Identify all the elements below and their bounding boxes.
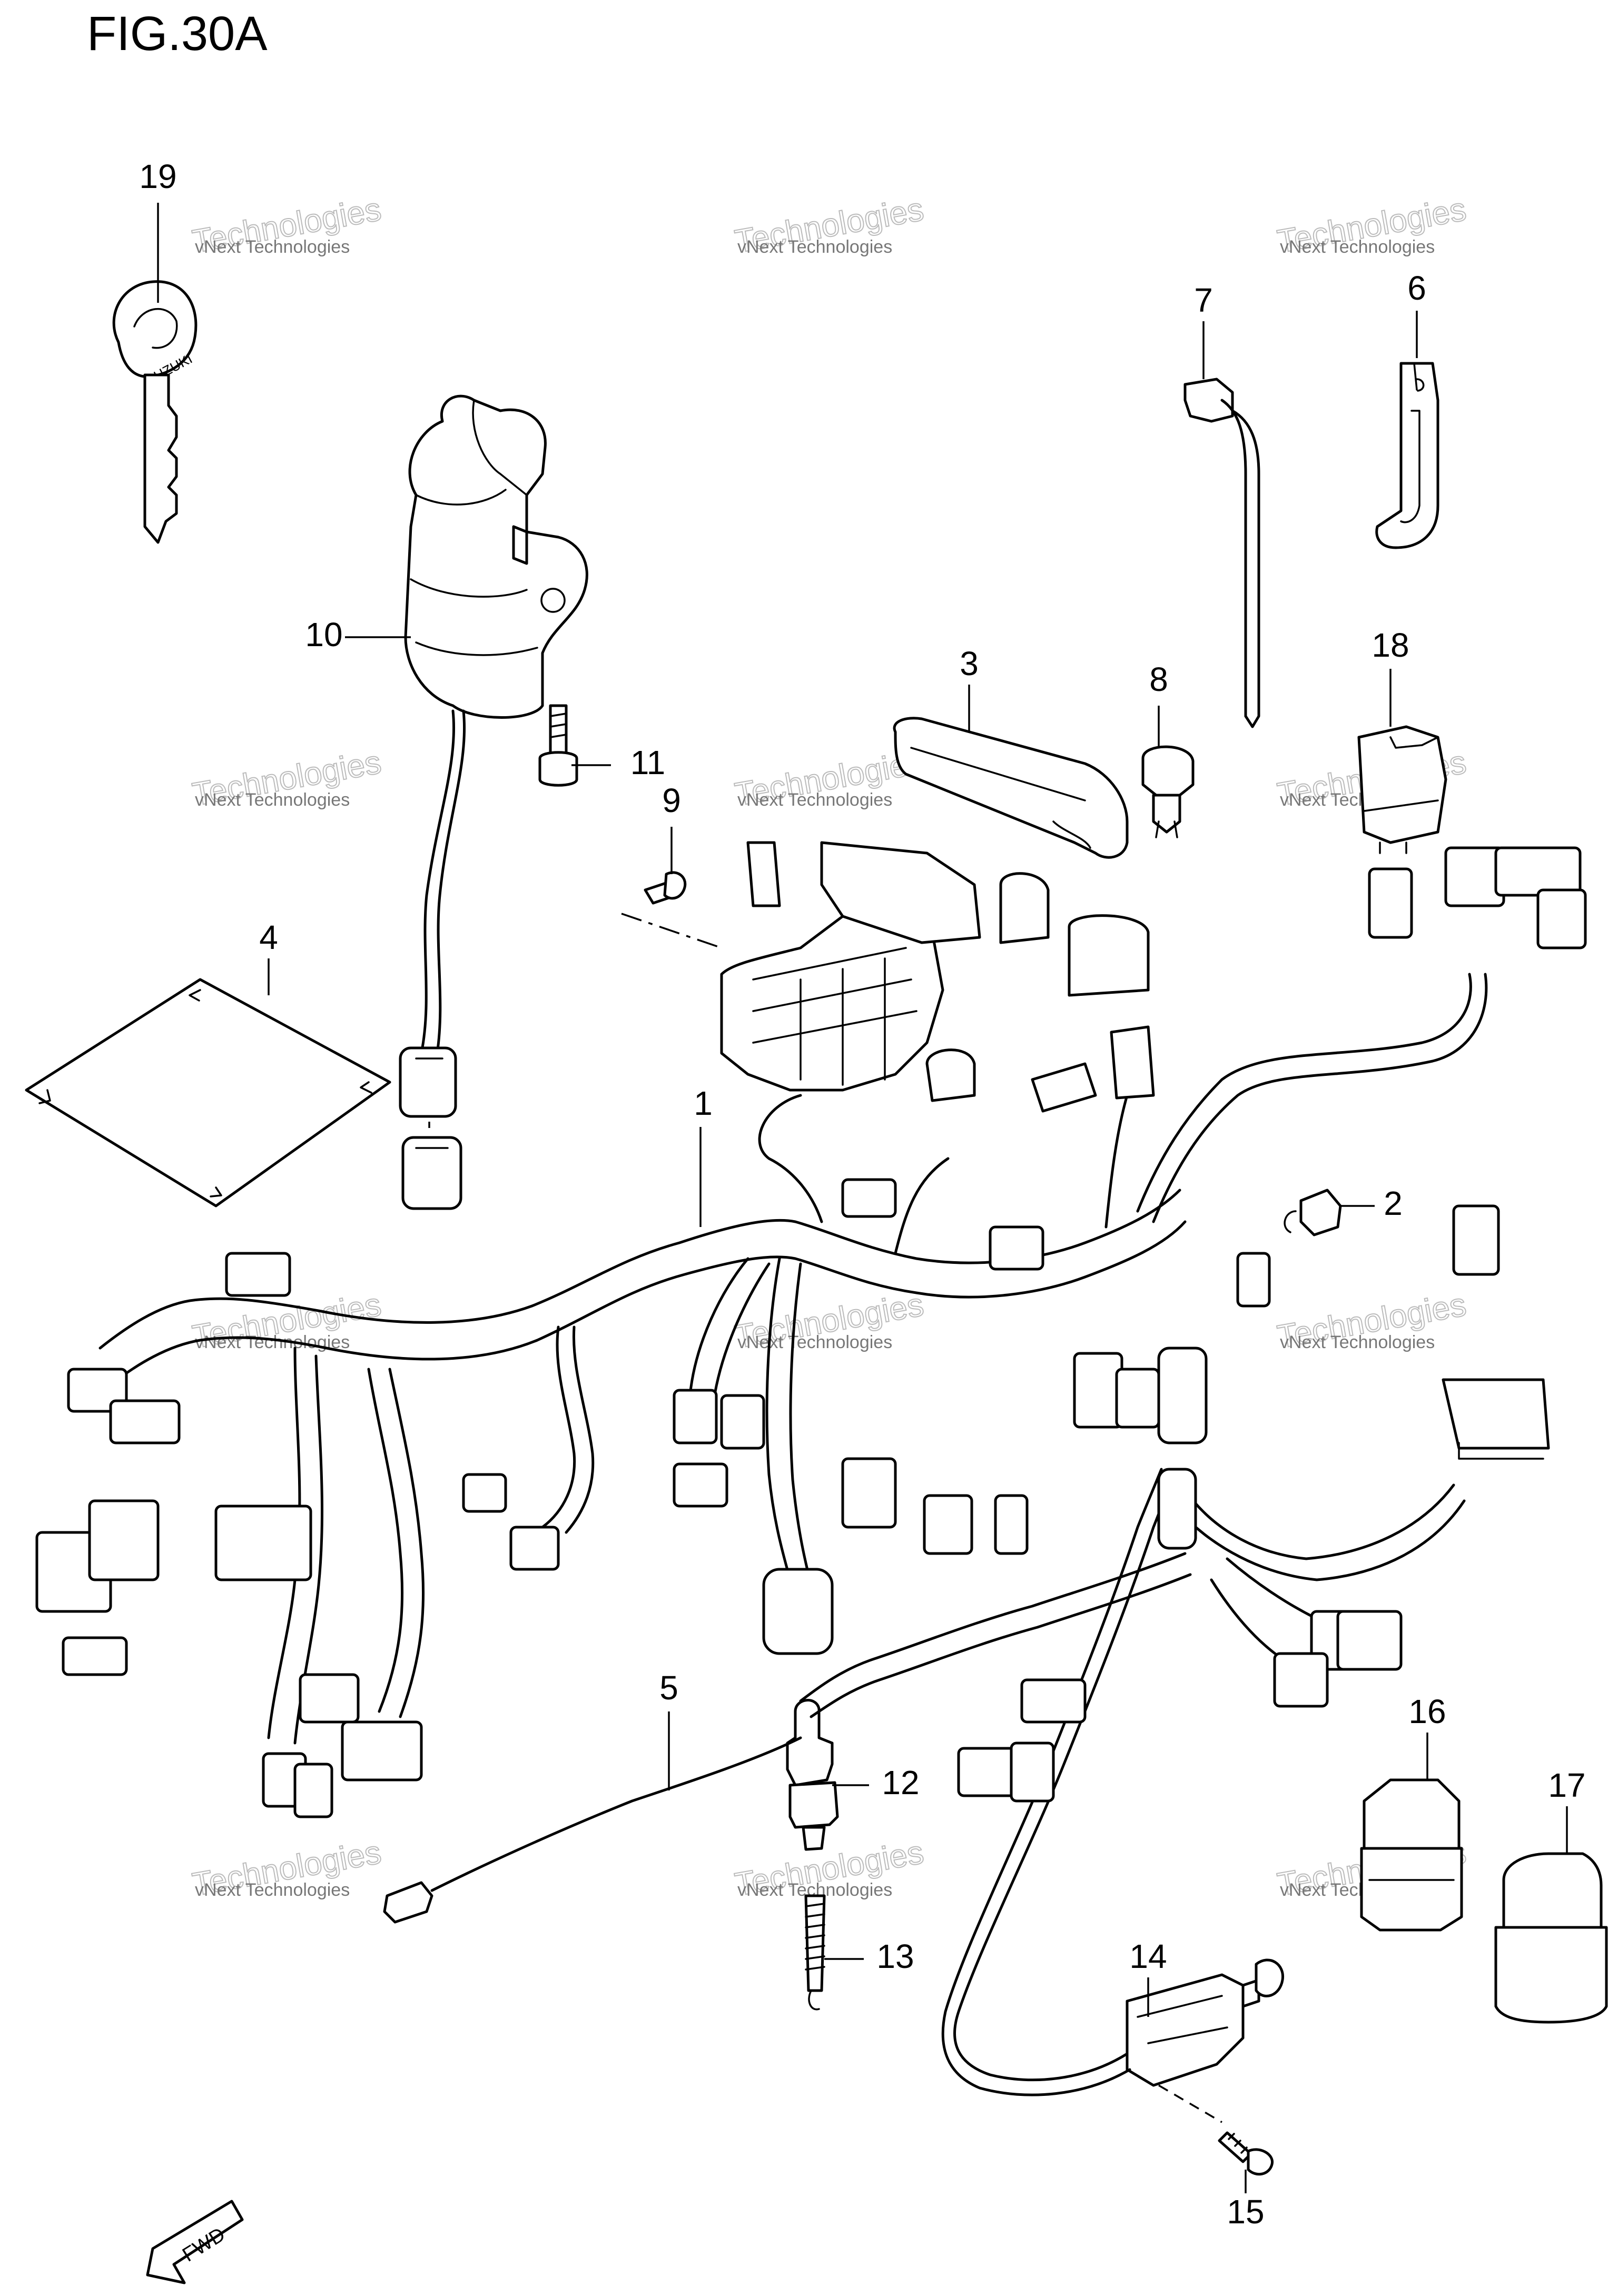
svg-text:vNext Technologies: vNext Technologies	[195, 790, 350, 810]
callout-16: 16	[1408, 1693, 1446, 1730]
ignition-switch-part	[399, 394, 588, 1210]
callout-1: 1	[694, 1084, 713, 1122]
svg-text:vNext Technologies: vNext Technologies	[195, 1332, 350, 1352]
callout-17: 17	[1548, 1766, 1585, 1804]
callout-14: 14	[1129, 1937, 1167, 1975]
switch-14-part	[941, 1468, 1284, 2123]
callout-6: 6	[1407, 269, 1426, 307]
svg-text:vNext Technologies: vNext Technologies	[737, 1332, 892, 1352]
svg-text:vNext Technologies: vNext Technologies	[737, 237, 892, 257]
cover-3-part	[893, 717, 1129, 859]
callout-7: 7	[1194, 281, 1213, 319]
bolt-9-part	[644, 871, 687, 905]
callout-15: 15	[1227, 2193, 1264, 2231]
svg-text:vNext Technologies: vNext Technologies	[1280, 1332, 1435, 1352]
clamp-6-part	[1375, 362, 1439, 549]
main-harness-part	[35, 841, 1587, 1818]
svg-text:vNext Technologies: vNext Technologies	[195, 237, 350, 257]
key-part: SUZUKI	[112, 280, 198, 544]
callout-2: 2	[1384, 1184, 1403, 1222]
callout-4: 4	[259, 918, 278, 956]
callout-18: 18	[1372, 626, 1409, 664]
sensor-12-part	[786, 1699, 839, 1851]
svg-text:vNext Technologies: vNext Technologies	[1280, 237, 1435, 257]
callout-12: 12	[882, 1764, 919, 1802]
cover-16-part	[1360, 1778, 1463, 1932]
callout-9: 9	[662, 781, 681, 819]
cover-17-part	[1494, 1852, 1608, 2024]
callout-10: 10	[305, 616, 342, 654]
callout-19: 19	[139, 157, 176, 195]
callout-13: 13	[876, 1937, 914, 1975]
cable-tie-7-part	[1183, 378, 1260, 728]
callout-labels: 19 10 11 9 4 1 3 8 7 6 18 2 5 12 13 14 1…	[139, 157, 1585, 2231]
callout-5: 5	[659, 1669, 678, 1707]
grommet-2-part	[1284, 1189, 1342, 1236]
forward-arrow: FWD	[146, 2200, 244, 2284]
callout-3: 3	[960, 645, 979, 682]
callout-leaders	[157, 203, 1568, 2193]
screw-15-part	[1218, 2131, 1274, 2176]
relay-8-part	[1141, 745, 1195, 838]
screw-11-part	[538, 704, 578, 787]
lead-wire-5-part	[383, 1736, 802, 1924]
spring-13-part	[804, 1894, 826, 2011]
callout-11: 11	[630, 744, 665, 781]
svg-text:vNext Technologies: vNext Technologies	[737, 790, 892, 810]
callout-8: 8	[1149, 660, 1168, 698]
relay-18-part	[1357, 725, 1447, 854]
svg-text:vNext Technologies: vNext Technologies	[195, 1880, 350, 1900]
sheet-4-part	[25, 978, 391, 1208]
figure-title: FIG.30A	[87, 7, 268, 61]
